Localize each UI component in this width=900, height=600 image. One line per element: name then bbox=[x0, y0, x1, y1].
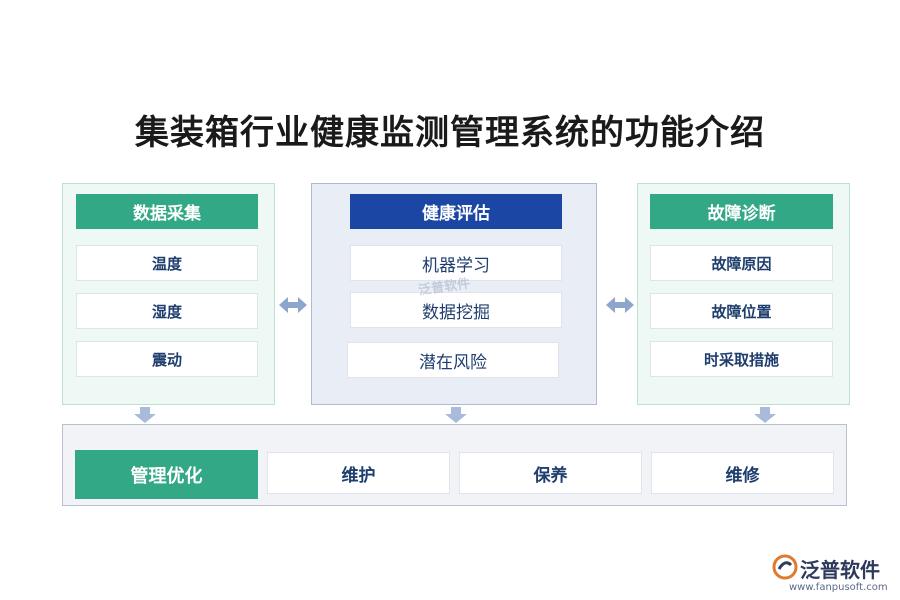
management-optimization-item: 维护 bbox=[267, 452, 450, 494]
health-assessment-item: 机器学习 bbox=[350, 245, 562, 281]
double-arrow-icon bbox=[279, 297, 307, 313]
down-arrow-icon bbox=[445, 407, 467, 423]
logo-icon bbox=[772, 554, 798, 580]
management-optimization-item: 维修 bbox=[651, 452, 834, 494]
data-collection-item: 震动 bbox=[76, 341, 258, 377]
down-arrow-icon bbox=[134, 407, 156, 423]
fault-diagnosis-header: 故障诊断 bbox=[650, 194, 833, 229]
data-collection-header: 数据采集 bbox=[76, 194, 258, 229]
health-assessment-item: 数据挖掘 bbox=[350, 292, 562, 328]
data-collection-item: 湿度 bbox=[76, 293, 258, 329]
logo-name: 泛普软件 bbox=[800, 558, 880, 582]
fault-diagnosis-item: 故障位置 bbox=[650, 293, 833, 329]
health-assessment-header: 健康评估 bbox=[350, 194, 562, 229]
health-assessment-item: 潜在风险 bbox=[347, 342, 559, 378]
double-arrow-icon bbox=[606, 297, 634, 313]
management-optimization-item: 保养 bbox=[459, 452, 642, 494]
down-arrow-icon bbox=[754, 407, 776, 423]
logo-url: www.fanpusoft.com bbox=[789, 582, 888, 593]
data-collection-item: 温度 bbox=[76, 245, 258, 281]
fault-diagnosis-item: 故障原因 bbox=[650, 245, 833, 281]
page-title: 集装箱行业健康监测管理系统的功能介绍 bbox=[135, 113, 765, 153]
management-optimization-header: 管理优化 bbox=[75, 450, 258, 499]
fault-diagnosis-item: 时采取措施 bbox=[650, 341, 833, 377]
